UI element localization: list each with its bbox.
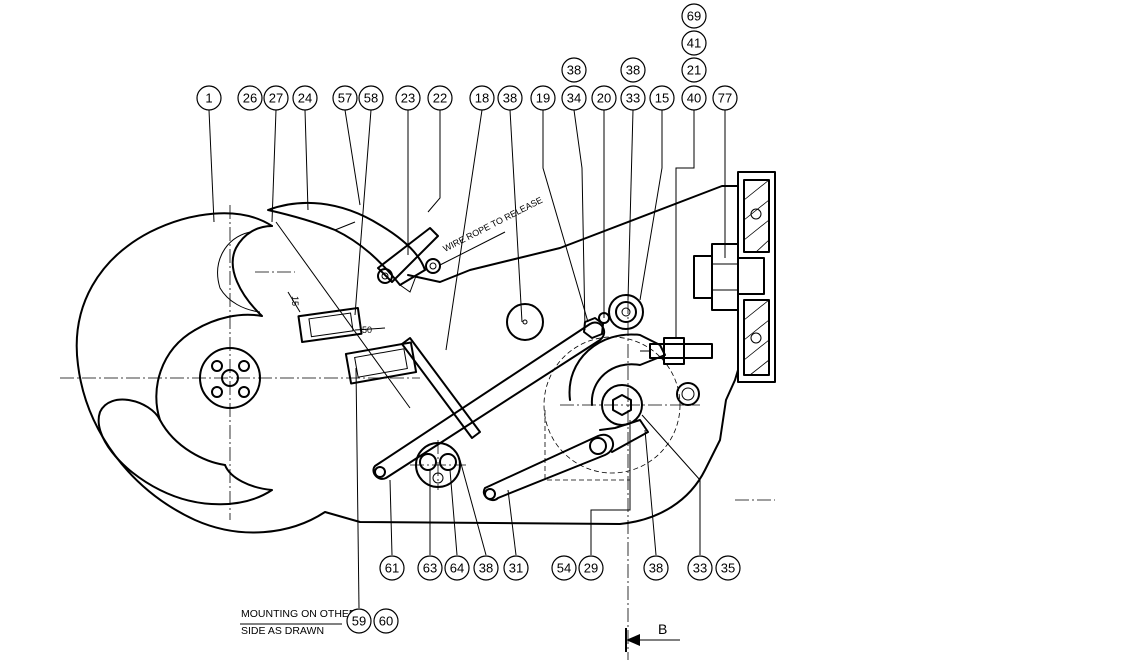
- svg-text:33: 33: [626, 91, 640, 106]
- balloon-69: 69: [681, 3, 707, 29]
- balloon-29: 29: [578, 555, 604, 581]
- svg-text:20: 20: [597, 91, 611, 106]
- section-label-b: B: [658, 621, 667, 637]
- trigger-22-23: [377, 227, 441, 293]
- svg-text:54: 54: [557, 561, 571, 576]
- arm-19-61: [372, 317, 606, 480]
- balloon-54: 54: [551, 555, 577, 581]
- dimension-15: 15: [290, 296, 300, 306]
- svg-text:1: 1: [205, 91, 212, 106]
- latch-24: [267, 201, 426, 286]
- arm-31: [482, 433, 615, 502]
- svg-text:38: 38: [567, 63, 581, 78]
- mounting-note-line1: MOUNTING ON OTHER: [241, 608, 357, 620]
- svg-text:38: 38: [503, 91, 517, 106]
- balloon-63: 63: [417, 555, 443, 581]
- flange-77: [693, 171, 776, 383]
- bottom-balloons: 61 63 64 38 31 54 29 38 33 35: [379, 555, 741, 581]
- balloon-40: 40: [681, 85, 707, 111]
- stacked-balloons: 38 38 69 41 21: [561, 3, 707, 83]
- wire-rope-text: WIRE ROPE TO RELEASE: [441, 195, 544, 254]
- svg-text:22: 22: [433, 91, 447, 106]
- dimension-50: 50: [362, 325, 372, 335]
- balloon-35: 35: [715, 555, 741, 581]
- svg-text:60: 60: [379, 614, 393, 629]
- balloon-27: 27: [263, 85, 289, 111]
- balloon-38-a: 38: [497, 85, 523, 111]
- balloon-33-a: 33: [620, 85, 646, 111]
- svg-text:34: 34: [567, 91, 581, 106]
- balloon-23: 23: [395, 85, 421, 111]
- balloon-38-over-33: 38: [620, 57, 646, 83]
- hook-body: [75, 185, 739, 534]
- balloon-77: 77: [712, 85, 738, 111]
- top-balloons: 1 26 27 24 57 58 23 22 18 38 19 34 20 33…: [196, 85, 738, 111]
- balloon-64: 64: [444, 555, 470, 581]
- mounting-note: MOUNTING ON OTHER SIDE AS DRAWN 59 60: [241, 608, 399, 637]
- crank-29: [543, 333, 681, 481]
- balloon-58: 58: [358, 85, 384, 111]
- balloon-41: 41: [681, 30, 707, 56]
- svg-text:26: 26: [243, 91, 257, 106]
- svg-text:57: 57: [338, 91, 352, 106]
- assembly-63-64: [410, 440, 466, 490]
- svg-text:18: 18: [475, 91, 489, 106]
- balloon-22: 22: [427, 85, 453, 111]
- label-plates: 15 50: [287, 291, 418, 385]
- balloon-31: 31: [503, 555, 529, 581]
- balloon-38-c: 38: [643, 555, 669, 581]
- balloon-57: 57: [332, 85, 358, 111]
- balloon-19: 19: [530, 85, 556, 111]
- svg-text:63: 63: [423, 561, 437, 576]
- svg-text:69: 69: [687, 9, 701, 24]
- svg-text:15: 15: [655, 91, 669, 106]
- svg-text:77: 77: [718, 91, 732, 106]
- leader-lines: [208, 109, 726, 625]
- balloon-38-over-34: 38: [561, 57, 587, 83]
- balloon-15: 15: [649, 85, 675, 111]
- balloon-20: 20: [591, 85, 617, 111]
- section-marker-b: B: [625, 621, 680, 652]
- balloon-26: 26: [237, 85, 263, 111]
- release-device-40: [640, 337, 713, 406]
- svg-text:38: 38: [626, 63, 640, 78]
- svg-text:38: 38: [649, 561, 663, 576]
- balloon-1: 1: [196, 85, 222, 111]
- pin-33-15: [598, 294, 644, 330]
- wire-rope-note: WIRE ROPE TO RELEASE: [439, 195, 544, 266]
- balloon-59: 59: [346, 608, 372, 634]
- svg-text:64: 64: [450, 561, 464, 576]
- balloon-60: 60: [373, 608, 399, 634]
- pin-38-top: [506, 303, 544, 341]
- svg-text:29: 29: [584, 561, 598, 576]
- balloon-18: 18: [469, 85, 495, 111]
- svg-text:40: 40: [687, 91, 701, 106]
- svg-text:23: 23: [401, 91, 415, 106]
- balloon-21: 21: [681, 57, 707, 83]
- svg-text:58: 58: [364, 91, 378, 106]
- svg-text:24: 24: [298, 91, 312, 106]
- balloon-33-b: 33: [687, 555, 713, 581]
- mounting-note-line2: SIDE AS DRAWN: [241, 625, 324, 637]
- balloon-34: 34: [561, 85, 587, 111]
- svg-text:61: 61: [385, 561, 399, 576]
- svg-text:38: 38: [479, 561, 493, 576]
- main-pivot: [199, 347, 261, 409]
- svg-text:59: 59: [352, 614, 366, 629]
- balloon-61: 61: [379, 555, 405, 581]
- svg-text:31: 31: [509, 561, 523, 576]
- svg-text:41: 41: [687, 36, 701, 51]
- svg-text:27: 27: [269, 91, 283, 106]
- balloon-38-b: 38: [473, 555, 499, 581]
- bar-18: [401, 337, 481, 439]
- balloon-24: 24: [292, 85, 318, 111]
- svg-text:33: 33: [693, 561, 707, 576]
- svg-text:35: 35: [721, 561, 735, 576]
- svg-text:19: 19: [536, 91, 550, 106]
- svg-text:21: 21: [687, 63, 701, 78]
